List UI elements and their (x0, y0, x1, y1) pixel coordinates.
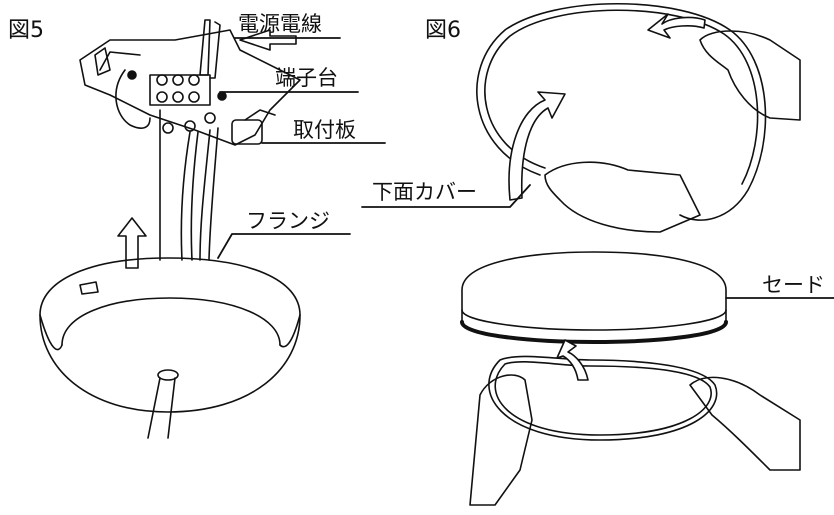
mounting-plate-drawing (79, 19, 301, 146)
shade-drawing (460, 251, 728, 344)
figure-5-title: 図5 (8, 18, 44, 43)
curved-arrow-shade-up-icon (556, 339, 589, 381)
label-bottom-cover: 下面カバー (372, 180, 477, 204)
up-arrow-icon (117, 217, 147, 269)
label-shade: セード (762, 273, 825, 297)
bottom-cover-drawing (476, 2, 801, 233)
leader-lines-fig5 (217, 37, 386, 259)
curved-arrow-left-icon (647, 13, 706, 39)
figure-6-title: 図6 (425, 18, 461, 43)
leader-lines-fig6 (361, 184, 834, 299)
cover-ring-drawing (469, 355, 801, 506)
label-power-wire: 電源電線 (238, 12, 322, 36)
label-mounting-plate: 取付板 (293, 118, 356, 142)
cords (159, 109, 219, 261)
label-terminal-block: 端子台 (275, 66, 338, 90)
ceiling-fixture-drawing (39, 257, 301, 439)
left-arrow-icon (239, 29, 297, 51)
label-flange: フランジ (246, 209, 330, 233)
curved-arrow-up-icon (508, 91, 566, 201)
